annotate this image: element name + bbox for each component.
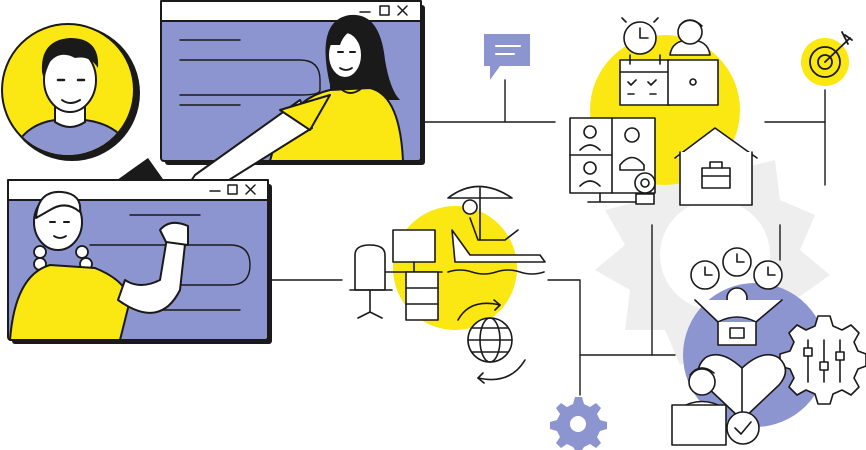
close-icon <box>397 5 408 16</box>
target-icon <box>801 31 853 86</box>
connector-lines <box>269 79 826 396</box>
sliders-gear-icon <box>779 315 866 405</box>
home-office-icon <box>674 127 758 206</box>
happy-person-icon <box>694 287 783 346</box>
sunbed-person-icon <box>447 199 546 275</box>
video-call-window-girl <box>7 179 272 344</box>
maximize-icon <box>379 5 390 16</box>
clock-icon <box>621 17 659 55</box>
desk-icon <box>384 229 443 321</box>
chat-bubble-icon <box>484 34 530 80</box>
beach-umbrella-icon <box>447 185 513 241</box>
briefcase-icon <box>701 167 731 189</box>
heart-check-icon <box>697 353 787 445</box>
webcam-icon <box>634 172 656 205</box>
globe-sync-icon <box>457 299 526 384</box>
man-avatar <box>1 23 140 161</box>
office-chair-icon <box>349 244 393 319</box>
clocks-group <box>690 247 783 290</box>
laptop-icon <box>667 19 719 106</box>
video-conference-icon <box>569 117 656 203</box>
calendar-icon <box>619 54 671 106</box>
maximize-icon <box>227 184 238 195</box>
laptop-worker-icon <box>671 367 727 446</box>
close-icon <box>245 184 256 195</box>
video-call-window-woman <box>160 0 425 165</box>
settings-gear-icon <box>550 397 607 450</box>
